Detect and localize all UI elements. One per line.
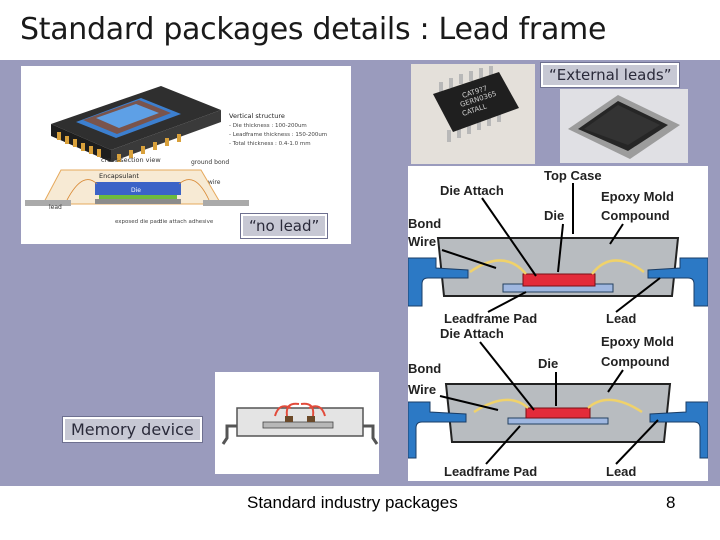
package-diagram: Top Case Die Attach Epoxy Mold Compound …	[408, 166, 708, 481]
vertical-structure-line: - Die thickness : 100-200um	[229, 123, 307, 129]
compound-label: Compound	[601, 354, 670, 369]
lead-label: Lead	[606, 464, 636, 479]
lead-label: lead	[49, 204, 62, 211]
bond-label: Bond	[408, 216, 441, 231]
wire-label: Wire	[408, 382, 436, 397]
qfp-photo	[560, 89, 688, 163]
encapsulant-label: Encapsulant	[99, 172, 139, 180]
slide-title: Standard packages details : Lead frame	[20, 12, 607, 47]
wire-label: Wire	[408, 234, 436, 249]
footer-text: Standard industry packages	[247, 493, 458, 512]
vertical-structure-heading: Vertical structure	[229, 112, 285, 120]
external-leads-label: “External leads”	[539, 62, 681, 88]
ground-bond-label: ground bond	[191, 159, 229, 166]
memory-device-image	[215, 372, 379, 474]
compound-label: Compound	[601, 208, 670, 223]
die-label: Die	[544, 208, 564, 223]
chip-photo: CAT9?7 GERN0365 CATALL	[411, 64, 535, 164]
die-attach-label: Die Attach	[440, 326, 504, 341]
epoxy-mold-label: Epoxy Mold	[601, 334, 674, 349]
top-case-label: Top Case	[544, 168, 602, 183]
die-attach-adhesive-label: die attach adhesive	[159, 219, 214, 225]
diagram-top: Top Case Die Attach Epoxy Mold Compound …	[408, 168, 708, 326]
die-label: Die	[538, 356, 558, 371]
leadframe-pad-label: Leadframe Pad	[444, 464, 537, 479]
die-label: Die	[131, 187, 141, 194]
memory-device-label: Memory device	[62, 416, 203, 443]
die-attach-label: Die Attach	[440, 183, 504, 198]
leadframe-pad-label: Leadframe Pad	[444, 311, 537, 326]
bond-label: Bond	[408, 361, 441, 376]
lead-label: Lead	[606, 311, 636, 326]
cross-section-image: Vertical structure - Die thickness : 100…	[21, 66, 351, 244]
page-number: 8	[666, 493, 676, 512]
slide-footer	[0, 486, 720, 540]
vertical-structure-line: - Total thickness : 0.4-1.0 mm	[229, 141, 311, 147]
epoxy-mold-label: Epoxy Mold	[601, 189, 674, 204]
no-lead-label: “no lead”	[239, 213, 329, 239]
cross-section-view-label: cross-section view	[101, 156, 161, 164]
vertical-structure-line: - Leadframe thickness : 150-200um	[229, 132, 327, 138]
diagram-bottom: Die Attach Epoxy Mold Compound Die Bond …	[408, 326, 708, 479]
exposed-die-pad-label: exposed die pad	[115, 219, 160, 225]
